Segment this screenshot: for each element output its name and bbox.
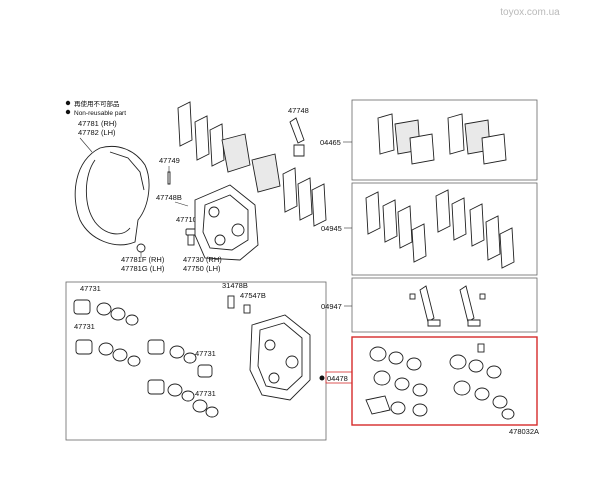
label-47781f-rh[interactable]: 47781F (RH) [121,255,165,264]
nonreusable-bullet-icon [65,109,71,115]
label-04465[interactable]: 04465 [320,138,341,147]
label-47749[interactable]: 47749 [159,156,180,165]
label-47748b[interactable]: 47748B [156,193,182,202]
legend-nonreusable-note: Non-reusable part [74,110,126,117]
reusable-bullet-icon [65,100,71,106]
clip-kit-box [351,277,538,333]
label-47731-a[interactable]: 47731 [80,284,101,293]
label-47781g-lh[interactable]: 47781G (LH) [121,264,165,273]
caliper-seal-kit-parts[interactable] [365,343,515,420]
label-47730-rh[interactable]: 47730 (RH) [183,255,222,264]
label-31478b[interactable]: 31478B [222,281,248,290]
bleeder-plug-part[interactable] [167,166,171,185]
label-47731-b[interactable]: 47731 [74,322,95,331]
label-47748[interactable]: 47748 [288,106,309,115]
shield-bolt-part[interactable] [136,243,146,258]
label-04478-highlight [325,371,353,384]
pad-wear-sensor-part[interactable] [289,117,305,157]
figure-code: 478032A [509,427,539,436]
label-47782-lh[interactable]: 47782 (LH) [78,128,116,137]
label-47781-rh[interactable]: 47781 (RH) [78,119,117,128]
piston-kit-box [65,281,327,441]
legend-reusable-note: 再使用不可部品 [74,99,120,108]
piston-kit-parts[interactable] [73,299,219,418]
mounting-bolt-part[interactable] [185,228,197,246]
pad-set-box [351,99,538,181]
label-47750-lh[interactable]: 47750 (LH) [183,264,221,273]
dust-shield-part[interactable] [74,137,150,246]
anti-squeal-shims-parts[interactable] [365,189,515,269]
label-04478[interactable]: 04478 [327,374,348,383]
caliper-lower-part[interactable] [249,314,311,401]
shim-kit-box [351,182,538,276]
watermark-text: toyox.com.ua [500,7,560,18]
label-04947[interactable]: 04947 [321,302,342,311]
label-47731-d[interactable]: 47731 [195,389,216,398]
pad-clips-parts[interactable] [409,285,486,327]
label-47731-c[interactable]: 47731 [195,349,216,358]
brake-pads-parts[interactable] [377,113,507,165]
left-pad-shims-group[interactable] [177,101,327,227]
label-47710a[interactable]: 47710A [176,215,202,224]
label-47547b[interactable]: 47547B [240,291,266,300]
label-04945[interactable]: 04945 [321,224,342,233]
seal-kit-bullet-icon [319,375,325,381]
bleeder-screw-part[interactable] [227,295,251,314]
caliper-assembly-part[interactable] [194,184,259,261]
legend: 再使用不可部品 Non-reusable part [65,99,126,117]
